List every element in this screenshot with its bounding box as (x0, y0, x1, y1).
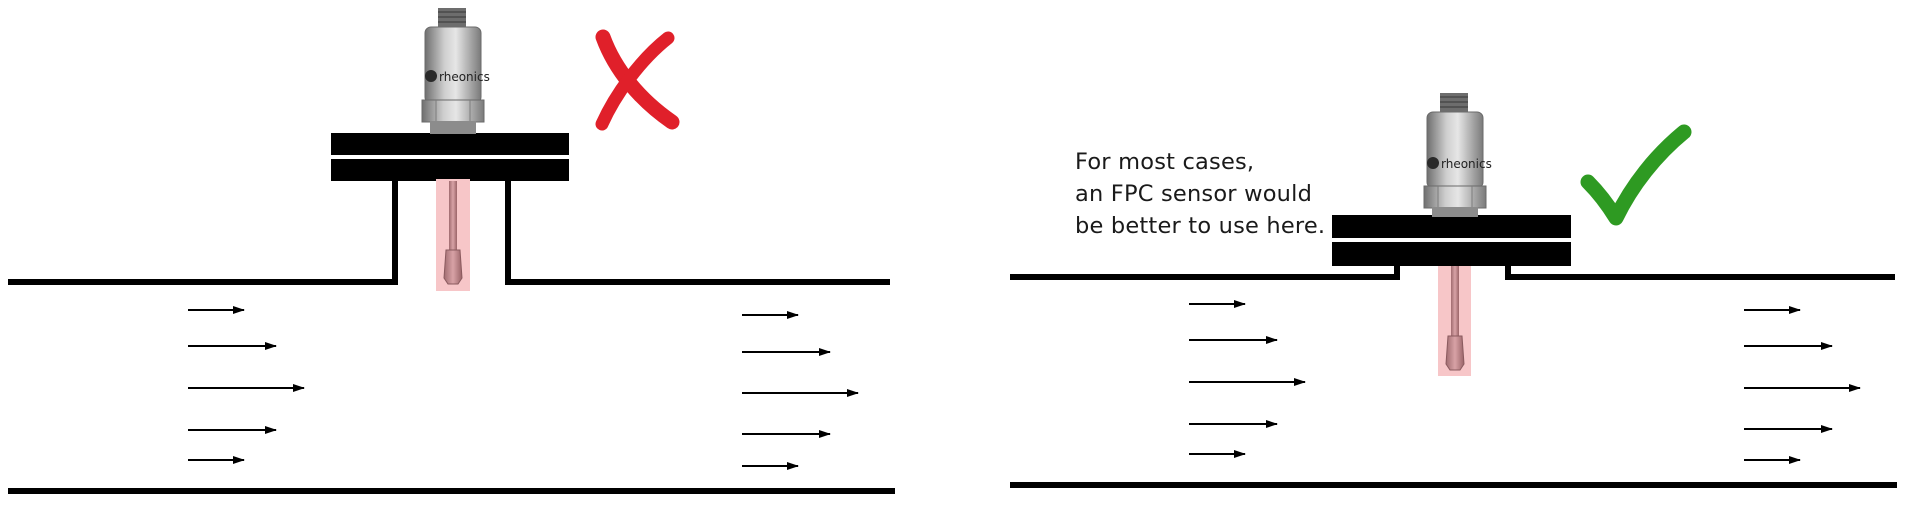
right-probe-tip (1445, 335, 1465, 371)
right-upper-flange (1332, 215, 1571, 238)
note-line: an FPC sensor would (1075, 181, 1313, 207)
right-flow-arrows (1189, 300, 1861, 464)
note-line: be better to use here. (1075, 213, 1326, 239)
right-lower-flange (1332, 242, 1571, 266)
fpc-recommendation-note: For most cases, an FPC sensor would be b… (1075, 146, 1335, 242)
note-line: For most cases, (1075, 149, 1255, 175)
left-flow-arrows (188, 306, 859, 470)
left-brand-label: rheonics (439, 70, 490, 84)
right-pipe-top-wall (1010, 266, 1895, 280)
right-brand-logo-icon (1427, 157, 1439, 169)
left-lower-flange (331, 159, 569, 181)
red-x-icon (595, 29, 680, 131)
green-check-icon (1580, 124, 1692, 226)
left-upper-flange (331, 133, 569, 155)
left-probe-stem (449, 181, 457, 251)
left-rheonics-sensor: rheonics (421, 8, 490, 134)
right-probe-stem (1451, 266, 1459, 338)
left-brand-logo-icon (425, 70, 437, 82)
left-pipe-top-wall (8, 180, 890, 285)
right-panel: rheonics (1010, 93, 1897, 488)
left-probe-tip (443, 249, 463, 285)
right-brand-label: rheonics (1441, 157, 1492, 171)
left-panel: rheonics (8, 8, 895, 494)
right-rheonics-sensor: rheonics (1423, 93, 1492, 217)
